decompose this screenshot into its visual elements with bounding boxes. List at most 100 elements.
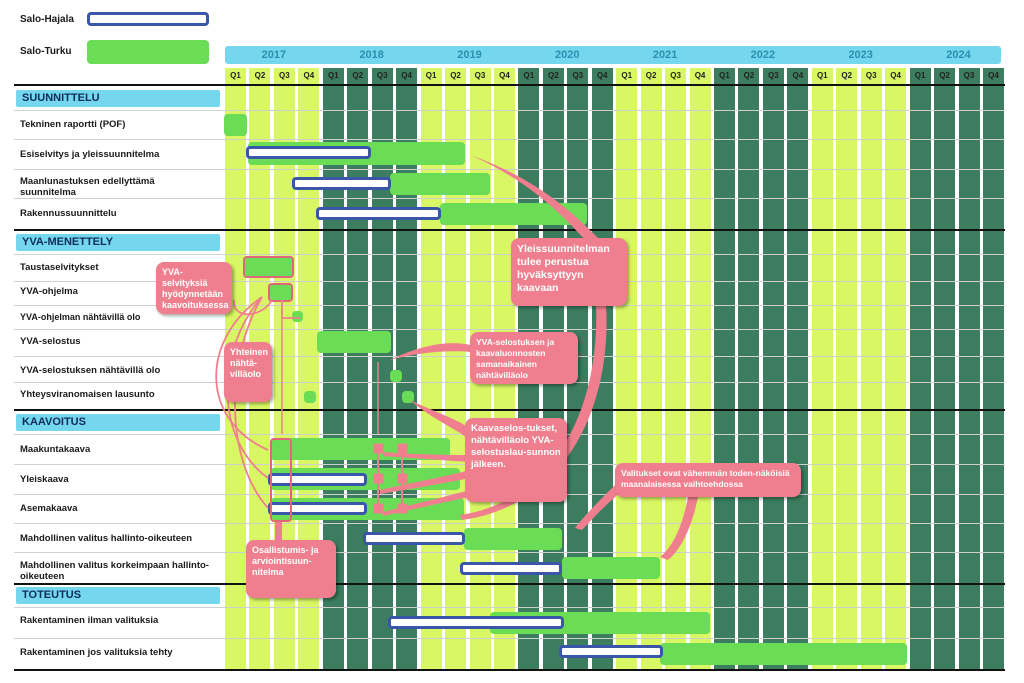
row-label-yva-ohjelma: YVA-ohjelma <box>20 286 78 297</box>
quarter-label: Q2 <box>352 71 364 80</box>
quarter-label: Q3 <box>768 71 779 80</box>
bar-salo-turku-tekninen <box>224 114 247 136</box>
row-label-yhteysviranomainen: Yhteysviranomaisen lausunto <box>20 389 155 400</box>
highlight-yva-ohjelma <box>268 283 293 302</box>
row-label-yva-selostus: YVA-selostus <box>20 336 81 347</box>
divider <box>14 198 1005 199</box>
quarter-label: Q4 <box>890 71 901 80</box>
divider <box>14 254 1005 255</box>
row-label-esiselvitys: Esiselvitys ja yleissuunnitelma <box>20 149 160 160</box>
quarter-label: Q3 <box>865 71 877 80</box>
divider <box>14 329 1005 330</box>
callout-kaavaselostukset: Kaavaselos-tukset, nähtävilläolo YVA-sel… <box>465 418 567 502</box>
section-kaavoitus: KAAVOITUS <box>16 414 220 431</box>
row-label-valitus-hallinto-oikeuteen: Mahdollinen valitus hallinto-oikeuteen <box>20 533 193 544</box>
bar-salo-turku-taustaselvitykset <box>243 256 293 277</box>
divider <box>14 552 1005 553</box>
callout-yva-selvityksia: YVA-selvityksiä hyödynnetään kaavoitukse… <box>156 262 232 314</box>
divider <box>14 523 1005 524</box>
row-label-asemakaava: Asemakaava <box>20 503 78 514</box>
year-band <box>225 46 1001 64</box>
bar-salo-turku-maanlunastus <box>390 173 490 195</box>
legend-swatch-salo-hajala <box>87 12 209 26</box>
quarter-column <box>958 68 980 671</box>
bar-salo-turku-valitus-kho <box>562 557 660 579</box>
callout-yhteinen-nahtavillaolo: Yhteinen nähtä-villäolo <box>224 342 272 402</box>
quarter-column <box>616 68 638 671</box>
quarter-label: Q2 <box>743 71 755 80</box>
divider <box>14 169 1005 170</box>
quarter-column <box>934 68 956 671</box>
bar-salo-turku-rak-jos <box>660 643 907 665</box>
row-label-yva-ohjelman-nahtavilla: YVA-ohjelman nähtävillä olo <box>20 312 141 322</box>
row-label-valitus-kho: Mahdollinen valitus korkeimpaan hallinto… <box>20 560 209 582</box>
quarter-column <box>909 68 931 671</box>
section-yva-menettely: YVA-MENETTELY <box>16 234 220 251</box>
bar-salo-hajala-valitus-hao <box>363 532 465 545</box>
quarter-label: Q3 <box>572 71 584 80</box>
divider <box>14 305 1005 306</box>
row-label-rakentaminen-jos: Rakentaminen jos valituksia tehty <box>20 647 173 658</box>
year-label-2024: 2024 <box>946 49 971 61</box>
row-label-maanlunastus: Maanlunastuksen edellyttämä suunnitelma <box>20 176 155 198</box>
bar-salo-hajala-valitus-kho <box>460 562 562 575</box>
bar-salo-hajala-rak-jos <box>559 645 663 658</box>
quarter-column <box>787 68 809 671</box>
legend-label-salo-hajala: Salo-Hajala <box>20 14 74 25</box>
divider <box>14 638 1005 639</box>
quarter-column <box>714 68 735 671</box>
section-toteutus: TOTEUTUS <box>16 587 220 604</box>
divider <box>14 583 1005 585</box>
quarter-label: Q3 <box>474 71 486 80</box>
divider <box>14 139 1005 140</box>
highlight-taustaselvitykset <box>243 256 294 278</box>
legend-label-salo-turku: Salo-Turku <box>20 46 72 57</box>
bar-salo-turku-yva-selostus-nahtavilla <box>390 370 402 382</box>
quarter-column <box>298 68 320 671</box>
row-label-yleiskaava: Yleiskaava <box>20 474 69 485</box>
row-label-rakennussuunnittelu: Rakennussuunnittelu <box>20 208 117 219</box>
quarter-column <box>885 68 907 671</box>
bar-salo-hajala-maanlunastus <box>292 177 391 190</box>
quarter-label: Q1 <box>621 71 633 80</box>
quarter-label: Q2 <box>548 71 559 80</box>
divider <box>14 229 1005 231</box>
quarter-column <box>860 68 882 671</box>
divider <box>14 669 1005 671</box>
row-label-maakuntakaava: Maakuntakaava <box>20 444 91 455</box>
quarter-label: Q4 <box>401 71 412 80</box>
bar-salo-turku-yva-selostus <box>317 331 391 353</box>
quarter-label: Q3 <box>376 71 388 80</box>
quarter-label: Q1 <box>816 71 828 80</box>
bar-salo-hajala-rakennus <box>316 207 441 220</box>
divider <box>14 281 1005 282</box>
quarter-column <box>811 68 833 671</box>
quarter-label: Q2 <box>939 71 950 80</box>
quarter-label: Q4 <box>792 71 804 80</box>
quarter-column <box>762 68 784 671</box>
quarter-column <box>982 68 1004 671</box>
quarter-label: Q2 <box>841 71 853 80</box>
row-label-rakentaminen-ilman: Rakentaminen ilman valituksia <box>20 615 159 626</box>
divider <box>14 84 1005 86</box>
quarter-label: Q2 <box>254 71 266 80</box>
quarter-column <box>640 68 662 671</box>
quarter-label: Q4 <box>596 71 608 80</box>
quarter-label: Q3 <box>963 71 975 80</box>
quarter-label: Q4 <box>694 71 706 80</box>
bar-salo-turku-yva-ohjelma <box>268 283 293 301</box>
quarter-label: Q4 <box>499 71 510 80</box>
bar-salo-turku-yhteysviranomainen <box>304 391 316 403</box>
year-label-2021: 2021 <box>652 49 678 61</box>
quarter-column <box>665 68 687 671</box>
quarter-label: Q1 <box>425 71 437 80</box>
quarter-label: Q1 <box>914 71 926 80</box>
section-suunnittelu: SUUNNITTELU <box>16 90 220 107</box>
bar-salo-turku-rakennus <box>440 203 587 225</box>
quarter-label: Q3 <box>279 71 290 80</box>
quarter-label: Q2 <box>645 71 657 80</box>
bar-salo-turku-yva-ohjelma-nahtavilla <box>292 311 303 322</box>
bar-salo-hajala-esiselvitys <box>246 146 371 159</box>
callout-yleissuunnitelman: Yleissuunnitelman tulee perustua hyväksy… <box>511 238 627 306</box>
